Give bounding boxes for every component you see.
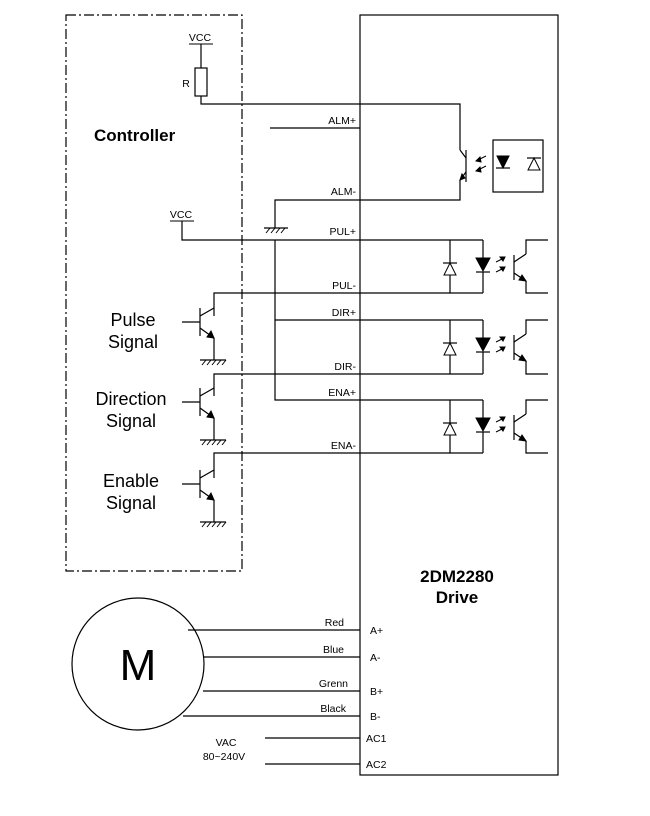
direction-signal-label-2: Signal <box>106 411 156 431</box>
resistor-label: R <box>182 78 190 90</box>
pin-alm-plus: ALM+ <box>328 115 356 127</box>
pin-ena-plus: ENA+ <box>328 387 356 399</box>
pin-a-minus: A- <box>370 652 381 664</box>
resistor <box>194 67 208 97</box>
vac-range-label: 80~240V <box>203 751 245 763</box>
wire-green-label: Grenn <box>319 678 348 690</box>
pin-ac1: AC1 <box>366 733 387 745</box>
vcc-mid-label: VCC <box>170 209 193 221</box>
vcc-top-label: VCC <box>189 32 212 44</box>
drive-title-line2: Drive <box>436 588 479 607</box>
pulse-signal-label-2: Signal <box>108 332 158 352</box>
pin-alm-minus: ALM- <box>331 186 357 198</box>
enable-optocoupler <box>360 399 548 454</box>
wire-black-label: Black <box>320 703 346 715</box>
pin-a-plus: A+ <box>370 625 383 637</box>
pulse-transistor <box>182 307 227 366</box>
motor-symbol <box>71 597 205 731</box>
enable-signal-label-2: Signal <box>106 493 156 513</box>
pin-ena-minus: ENA- <box>331 440 357 452</box>
pin-dir-minus: DIR- <box>334 361 356 373</box>
drive-title-line1: 2DM2280 <box>420 567 494 586</box>
drive-box <box>359 14 559 776</box>
enable-transistor <box>182 469 227 528</box>
pulse-signal-label-1: Pulse <box>110 310 155 330</box>
wire-red-label: Red <box>325 617 344 629</box>
controller-title: Controller <box>94 126 176 145</box>
vac-label: VAC <box>216 737 237 749</box>
alarm-led-pair <box>492 139 544 193</box>
pin-pul-minus: PUL- <box>332 280 356 292</box>
enable-signal-label-1: Enable <box>103 471 159 491</box>
direction-transistor <box>182 387 227 446</box>
pulse-optocoupler <box>360 239 548 294</box>
pin-dir-plus: DIR+ <box>332 307 356 319</box>
pin-b-minus: B- <box>370 711 381 723</box>
pin-ac2: AC2 <box>366 759 387 771</box>
pin-pul-plus: PUL+ <box>329 226 356 238</box>
direction-signal-label-1: Direction <box>95 389 166 409</box>
motor-label: M <box>120 641 157 690</box>
wire-blue-label: Blue <box>323 644 344 656</box>
pin-b-plus: B+ <box>370 686 383 698</box>
direction-optocoupler <box>360 319 548 375</box>
alarm-phototransistor <box>459 149 487 182</box>
